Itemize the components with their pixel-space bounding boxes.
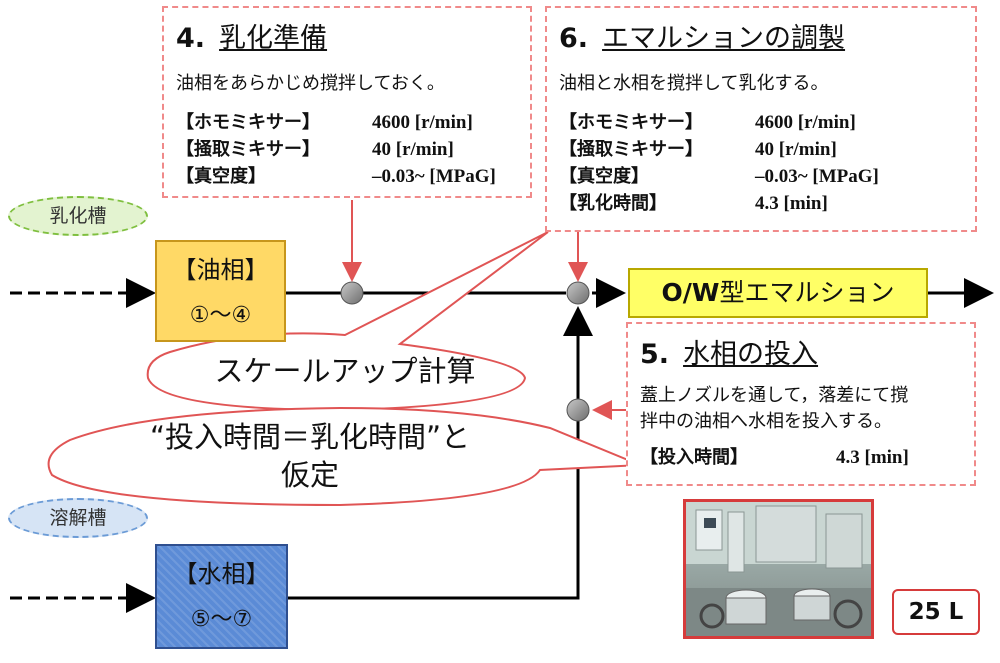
step5-number: 5.	[640, 339, 670, 370]
step5-description: 蓋上ノズルを通して，落差にて撹 拌中の油相へ水相を投入する。	[640, 383, 962, 435]
param-label: 【乳化時間】	[559, 193, 667, 214]
param-value: –0.03~ [MPaG]	[755, 166, 879, 187]
param-label: 【ホモミキサー】	[176, 112, 320, 133]
step4-number: 4.	[176, 23, 206, 54]
water-phase-range: ⑤～⑦	[190, 607, 253, 632]
step6-box: 6. エマルションの調製 油相と水相を撹拌して乳化する。 【ホモミキサー】 4600…	[545, 6, 977, 232]
step6-param-row: 【ホモミキサー】 4600 [r/min]	[559, 109, 963, 136]
step6-param-list: 【ホモミキサー】4600 [r/min] 【掻取ミキサー】40 [r/min] …	[559, 109, 963, 217]
step5-box: 5. 水相の投入 蓋上ノズルを通して，落差にて撹 拌中の油相へ水相を投入する。 【…	[626, 322, 976, 486]
step4-param-row: 【ホモミキサー】 4600 [r/min]	[176, 109, 518, 136]
assumption-line: 仮定	[280, 458, 339, 492]
param-value: 4.3 [min]	[755, 193, 828, 214]
step5-description-line: 蓋上ノズルを通して，落差にて撹	[640, 385, 909, 406]
param-label: 【投入時間】	[640, 447, 748, 468]
step4-heading: 4. 乳化準備	[176, 16, 518, 55]
step6-heading: 6. エマルションの調製	[559, 16, 963, 55]
capacity-badge: 25 L	[892, 589, 980, 635]
step5-heading: 5. 水相の投入	[640, 332, 962, 371]
param-value: 4600 [r/min]	[755, 112, 856, 133]
node-step6	[566, 281, 590, 305]
param-label: 【ホモミキサー】	[559, 112, 703, 133]
param-label: 【掻取ミキサー】	[559, 139, 703, 160]
scale-up-callout: スケールアップ計算	[214, 354, 476, 388]
emulsify-tank-label: 乳化槽	[8, 196, 148, 236]
node-step5	[566, 398, 590, 422]
step6-param-row: 【真空度】 –0.03~ [MPaG]	[559, 163, 963, 190]
mixer-illustration	[686, 502, 871, 636]
param-value: 40 [r/min]	[755, 139, 837, 160]
product-label-a: O/W	[661, 278, 720, 307]
step5-param-row: 【投入時間】 4.3 [min]	[640, 443, 962, 469]
step6-description: 油相と水相を撹拌して乳化する。	[559, 73, 829, 94]
oil-phase-name: 【油相】	[172, 256, 269, 284]
param-label: 【真空度】	[559, 166, 649, 187]
product-box: O/W型エマルション	[628, 268, 928, 318]
step6-param-row: 【乳化時間】 4.3 [min]	[559, 190, 963, 217]
step4-description: 油相をあらかじめ撹拌しておく。	[176, 73, 445, 94]
product-label-b: 型エマルション	[719, 278, 895, 307]
step5-description-line: 拌中の油相へ水相を投入する。	[640, 411, 892, 432]
assumption-line: “投入時間＝乳化時間”と	[149, 420, 471, 454]
step6-title: エマルションの調製	[602, 23, 846, 54]
step4-title: 乳化準備	[219, 23, 328, 54]
mixer-equipment-photo	[683, 499, 874, 639]
param-value: 40 [r/min]	[372, 139, 454, 160]
step4-param-row: 【掻取ミキサー】 40 [r/min]	[176, 136, 518, 163]
scale-up-callout-shape	[146, 231, 549, 412]
assumption-callout: “投入時間＝乳化時間”と 仮定	[60, 418, 560, 494]
step6-number: 6.	[559, 23, 589, 54]
param-value: 4.3 [min]	[836, 447, 909, 468]
param-value: –0.03~ [MPaG]	[372, 166, 496, 187]
dissolve-tank-label: 溶解槽	[8, 498, 148, 538]
assumption-callout-shape	[47, 406, 641, 507]
step5-title: 水相の投入	[683, 339, 819, 370]
step4-param-row: 【真空度】 –0.03~ [MPaG]	[176, 163, 518, 190]
step4-box: 4. 乳化準備 油相をあらかじめ撹拌しておく。 【ホモミキサー】 4600 [r/m…	[162, 6, 532, 198]
param-label: 【真空度】	[176, 166, 266, 187]
water-phase-box: 【水相】 ⑤～⑦	[155, 544, 288, 649]
step4-param-list: 【ホモミキサー】4600 [r/min] 【掻取ミキサー】40 [r/min] …	[176, 109, 518, 190]
oil-phase-range: ①～④	[189, 303, 252, 328]
step6-param-row: 【掻取ミキサー】 40 [r/min]	[559, 136, 963, 163]
oil-phase-box: 【油相】 ①～④	[155, 240, 286, 342]
param-label: 【掻取ミキサー】	[176, 139, 320, 160]
water-phase-name: 【水相】	[173, 560, 270, 588]
param-value: 4600 [r/min]	[372, 112, 473, 133]
node-step4	[340, 281, 364, 305]
